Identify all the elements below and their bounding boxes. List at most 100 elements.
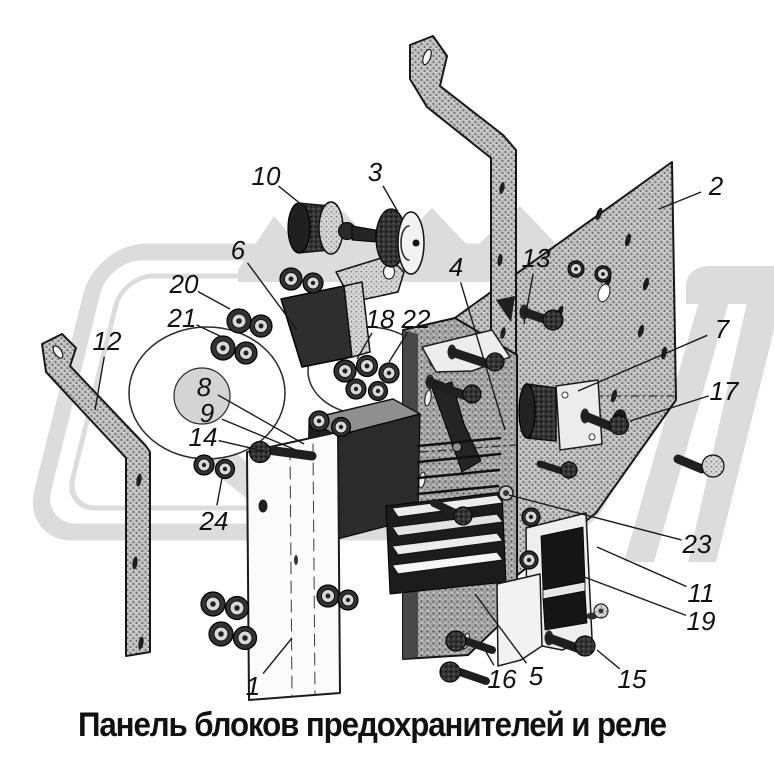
bolts bbox=[248, 304, 725, 685]
callout-label-8: 8 bbox=[197, 372, 212, 402]
washer-ring bbox=[521, 507, 541, 527]
watermark-stripe bbox=[624, 298, 730, 562]
washer-ring bbox=[367, 380, 389, 402]
leader-line-10 bbox=[278, 185, 313, 214]
leader-line-19 bbox=[578, 574, 687, 617]
leader-line-11 bbox=[596, 546, 687, 588]
leader-line-13 bbox=[523, 273, 534, 325]
bolt bbox=[536, 460, 578, 479]
washer-ring bbox=[567, 260, 585, 278]
washer-ring bbox=[279, 267, 303, 291]
callout-label-18: 18 bbox=[366, 304, 395, 334]
callout-label-12: 12 bbox=[93, 326, 122, 356]
washer-ring bbox=[345, 378, 367, 400]
washer-ring bbox=[316, 584, 340, 608]
callout-label-23: 23 bbox=[682, 529, 712, 559]
detail-circle-inner bbox=[173, 367, 231, 425]
washer-ring bbox=[210, 335, 236, 361]
washer-ring bbox=[232, 625, 258, 651]
washer-ring bbox=[308, 410, 330, 432]
nut-23 bbox=[498, 485, 514, 501]
bolt bbox=[544, 630, 596, 657]
washer-ring bbox=[378, 362, 400, 384]
bolt bbox=[445, 630, 496, 654]
washer-ring bbox=[337, 589, 359, 611]
leader-line-16 bbox=[481, 644, 495, 666]
callout-label-14: 14 bbox=[189, 422, 218, 452]
callout-label-20: 20 bbox=[169, 269, 199, 299]
part-3-stud bbox=[338, 208, 425, 275]
part-10-bushing bbox=[287, 201, 344, 255]
bolt bbox=[673, 454, 725, 478]
washer-rings bbox=[193, 260, 612, 651]
relay-7 bbox=[518, 379, 603, 451]
leader-line-18 bbox=[356, 332, 373, 360]
link-arm bbox=[431, 381, 482, 473]
parts-artwork bbox=[41, 35, 725, 701]
bolt bbox=[580, 408, 630, 436]
callout-label-10: 10 bbox=[252, 161, 281, 191]
bolt bbox=[447, 344, 505, 372]
watermark-letter-cap bbox=[686, 266, 774, 304]
callout-label-17: 17 bbox=[710, 376, 740, 406]
leader-line-2 bbox=[658, 191, 702, 210]
watermark-stripe bbox=[688, 298, 774, 562]
leader-line-5 bbox=[474, 593, 528, 664]
bracket-hook-slot bbox=[422, 48, 432, 66]
callout-label-15: 15 bbox=[618, 664, 647, 694]
callout-label-4: 4 bbox=[449, 252, 463, 282]
washer-ring bbox=[193, 454, 215, 476]
washer-ring bbox=[249, 314, 273, 338]
leader-line-21 bbox=[196, 324, 223, 338]
washer-ring bbox=[302, 272, 324, 294]
washer-ring bbox=[333, 359, 357, 383]
callout-label-9: 9 bbox=[200, 398, 214, 428]
washer-ring bbox=[214, 458, 236, 480]
washer-ring bbox=[519, 550, 539, 570]
bolt bbox=[439, 661, 490, 685]
leader-line-12 bbox=[94, 356, 105, 411]
callout-label-3: 3 bbox=[368, 157, 383, 187]
panel-slot-hole bbox=[597, 283, 611, 303]
callout-label-24: 24 bbox=[199, 506, 229, 536]
washer-ring bbox=[226, 308, 252, 334]
washer-ring bbox=[234, 341, 258, 365]
callout-label-19: 19 bbox=[687, 606, 716, 636]
washer-ring bbox=[224, 595, 250, 621]
bolt bbox=[430, 499, 473, 526]
callout-label-5: 5 bbox=[529, 661, 544, 691]
leader-line-1 bbox=[262, 637, 293, 675]
leader-line-14 bbox=[218, 439, 269, 453]
washer-ring bbox=[208, 621, 234, 647]
callout-label-13: 13 bbox=[522, 243, 551, 273]
callout-label-21: 21 bbox=[167, 303, 197, 333]
leader-line-4 bbox=[459, 282, 506, 431]
callout-label-22: 22 bbox=[401, 304, 431, 334]
leader-line-8 bbox=[217, 394, 305, 445]
callout-label-11: 11 bbox=[688, 578, 715, 608]
leader-line-17 bbox=[629, 395, 709, 422]
callout-label-16: 16 bbox=[488, 664, 517, 694]
leader-line-7 bbox=[577, 334, 708, 392]
panel-clip bbox=[496, 296, 515, 322]
leader-line-15 bbox=[596, 649, 621, 670]
leader-line-9 bbox=[221, 418, 297, 451]
washer-ring bbox=[355, 354, 379, 378]
callout-label-1: 1 bbox=[246, 671, 260, 701]
bolt bbox=[248, 440, 317, 464]
washer-ring bbox=[330, 416, 352, 438]
callout-label-7: 7 bbox=[715, 314, 731, 344]
relay-block-11 bbox=[496, 512, 609, 667]
washer-ring bbox=[200, 591, 226, 617]
callout-label-6: 6 bbox=[231, 235, 246, 265]
bolt bbox=[425, 374, 482, 404]
leader-line-22 bbox=[388, 332, 409, 363]
leader-line-20 bbox=[197, 291, 231, 310]
mount-plate-1 bbox=[246, 431, 341, 701]
leader-line-3 bbox=[382, 185, 399, 213]
washer-ring bbox=[594, 265, 612, 283]
leader-line-23 bbox=[508, 494, 682, 541]
leader-line-24 bbox=[216, 477, 223, 506]
